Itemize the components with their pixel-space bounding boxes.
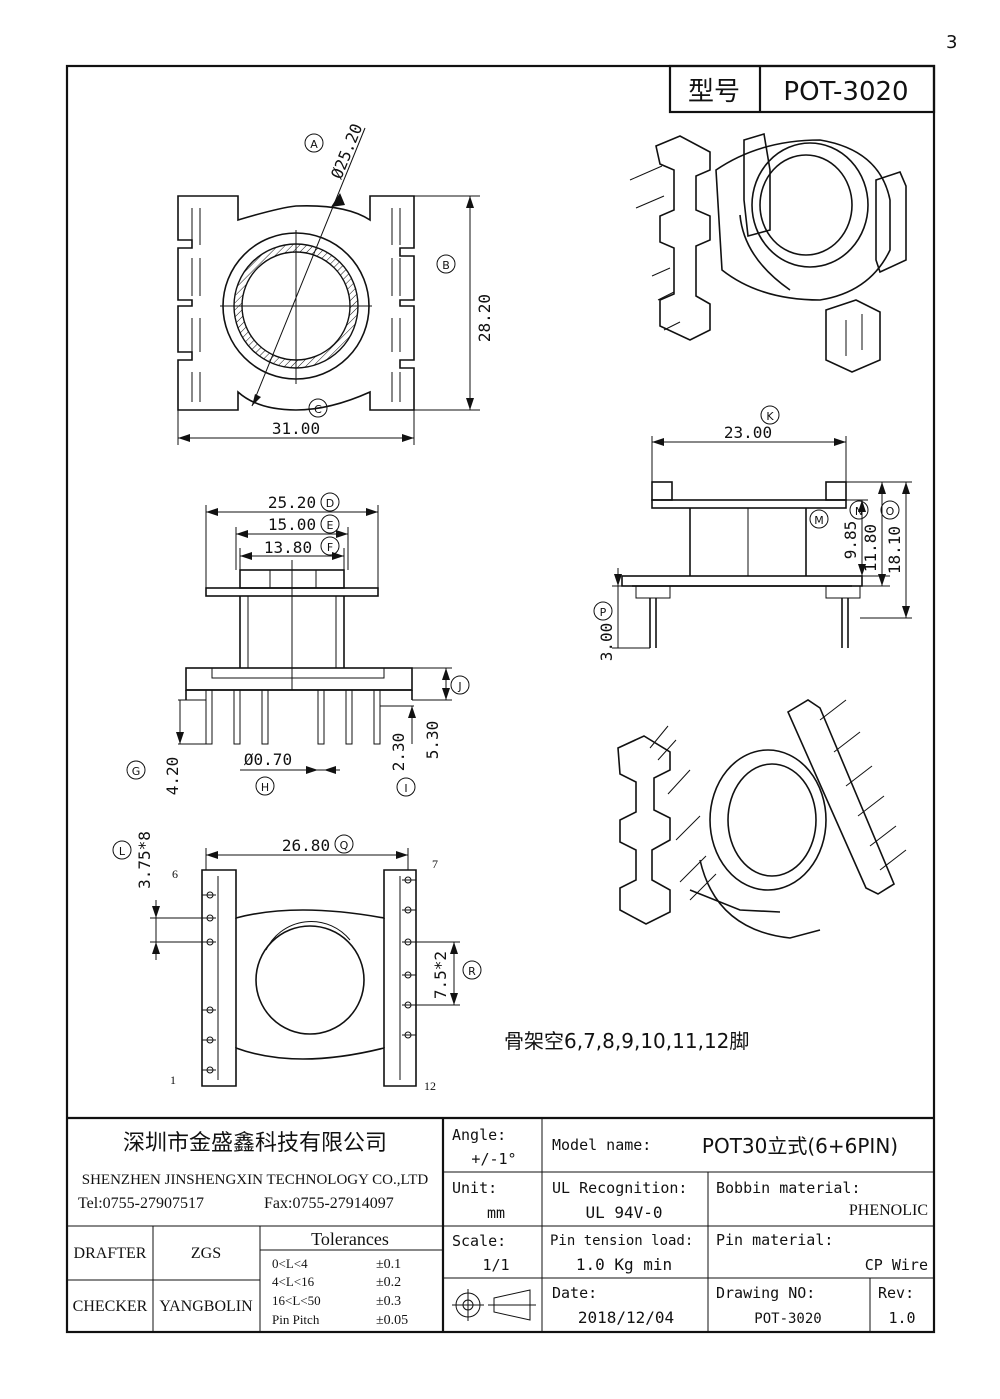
- dim-P: 3.00: [597, 623, 616, 662]
- label-A: A: [310, 138, 318, 151]
- label-B: B: [442, 259, 450, 272]
- iso-view-top: [629, 132, 907, 373]
- dim-I: 2.30: [389, 733, 408, 772]
- drawing-no-label: Drawing NO:: [716, 1284, 815, 1302]
- scale-value: 1/1: [482, 1256, 509, 1274]
- pin-tension-value: 1.0 Kg min: [576, 1255, 672, 1274]
- label-M: M: [814, 514, 824, 527]
- company-cn: 深圳市金盛鑫科技有限公司: [123, 1131, 387, 1156]
- dim-L: 3.75*8: [135, 831, 154, 889]
- date-label: Date:: [552, 1284, 597, 1302]
- dim-F: 13.80: [264, 538, 312, 557]
- front-view: 25.20 D 15.00 E 13.80 F 4.20 G Ø0.70: [126, 492, 470, 797]
- drawing-no-value: POT-3020: [754, 1311, 821, 1327]
- drafter-value: ZGS: [191, 1245, 221, 1262]
- pin-tension-label: Pin tension load:: [550, 1233, 693, 1249]
- dim-diameter: Ø25.20: [327, 121, 366, 182]
- dim-E: 15.00: [268, 515, 316, 534]
- label-O: O: [886, 505, 895, 518]
- model-label: 型号: [688, 77, 740, 107]
- checker-label: CHECKER: [73, 1298, 148, 1315]
- model-value: POT-3020: [783, 77, 908, 107]
- dim-N: 11.80: [861, 524, 880, 572]
- label-R: R: [468, 965, 476, 978]
- pin-12: 12: [424, 1079, 436, 1093]
- bottom-view: 26.80 Q 3.75*8 L 7.5*2 R 6 7 1 12: [112, 831, 482, 1093]
- pin-6: 6: [172, 867, 178, 881]
- tol-value: ±0.1: [376, 1257, 401, 1272]
- dim-width: 31.00: [272, 419, 320, 438]
- pin-1: 1: [170, 1073, 176, 1087]
- ul-value: UL 94V-0: [585, 1203, 662, 1222]
- iso-view-bottom: [617, 699, 907, 939]
- pin-7: 7: [432, 857, 438, 871]
- label-F: F: [327, 541, 333, 554]
- tol-range: 0<L<4: [272, 1256, 308, 1271]
- ul-label: UL Recognition:: [552, 1179, 687, 1197]
- drafter-label: DRAFTER: [74, 1245, 147, 1262]
- dim-Q: 26.80: [282, 836, 330, 855]
- label-I: I: [404, 782, 407, 795]
- dim-R: 7.5*2: [431, 951, 450, 999]
- dim-O: 18.10: [885, 526, 904, 574]
- model-name-label: Model name:: [552, 1136, 651, 1154]
- dim-M: 9.85: [841, 521, 860, 560]
- scale-label: Scale:: [452, 1232, 506, 1250]
- label-G: G: [132, 765, 141, 778]
- tol-range: Pin Pitch: [272, 1312, 320, 1327]
- dim-height: 28.20: [475, 294, 494, 342]
- company-tel: Tel:0755-27907517: [78, 1195, 204, 1212]
- dim-G: 4.20: [163, 757, 182, 796]
- company-en: SHENZHEN JINSHENGXIN TECHNOLOGY CO.,LTD: [82, 1172, 429, 1188]
- label-J: J: [457, 680, 461, 693]
- label-H: H: [261, 781, 269, 794]
- sheet-border: [65, 64, 936, 1334]
- side-view: 23.00 K 9.85 11.80 18.10 M N O 3.00 P: [593, 405, 912, 662]
- pin-material-label: Pin material:: [716, 1231, 833, 1249]
- pin-note: 骨架空6,7,8,9,10,11,12脚: [504, 1029, 749, 1053]
- label-K: K: [766, 410, 774, 423]
- bobbin-value: PHENOLIC: [849, 1202, 928, 1219]
- dim-J: 5.30: [423, 721, 442, 760]
- unit-label: Unit:: [452, 1179, 497, 1197]
- dim-K: 23.00: [724, 423, 772, 442]
- label-N: N: [855, 505, 863, 518]
- tol-value: ±0.05: [376, 1313, 408, 1328]
- label-P: P: [600, 606, 607, 619]
- tol-range: 16<L<50: [272, 1293, 321, 1308]
- date-value: 2018/12/04: [578, 1308, 674, 1327]
- pin-material-value: CP Wire: [865, 1256, 928, 1274]
- dim-D: 25.20: [268, 493, 316, 512]
- label-D: D: [326, 497, 334, 510]
- dim-H: Ø0.70: [244, 750, 292, 769]
- tolerances-title: Tolerances: [311, 1229, 389, 1249]
- corner-mark: 3: [946, 32, 957, 53]
- tol-value: ±0.2: [376, 1275, 401, 1290]
- company-fax: Fax:0755-27914097: [264, 1195, 394, 1212]
- label-Q: Q: [340, 839, 349, 852]
- tol-range: 4<L<16: [272, 1274, 315, 1289]
- model-name-value: POT30立式(6+6PIN): [702, 1134, 898, 1158]
- top-view: Ø25.20 A 28.20 B 31.00 C: [177, 121, 494, 445]
- unit-value: mm: [487, 1204, 505, 1222]
- title-block: 深圳市金盛鑫科技有限公司 SHENZHEN JINSHENGXIN TECHNO…: [67, 1116, 934, 1332]
- label-L: L: [119, 845, 126, 858]
- projection-symbol: [452, 1289, 536, 1321]
- bobbin-label: Bobbin material:: [716, 1179, 861, 1197]
- rev-label: Rev:: [878, 1284, 914, 1302]
- angle-value: +/-1°: [471, 1150, 516, 1168]
- label-E: E: [327, 519, 334, 532]
- model-header: 型号 POT-3020: [668, 64, 936, 114]
- rev-value: 1.0: [888, 1309, 915, 1327]
- label-C: C: [314, 403, 322, 416]
- checker-value: YANGBOLIN: [159, 1298, 253, 1315]
- tolerance-table: 0<L<4 ±0.1 4<L<16 ±0.2 16<L<50 ±0.3 Pin …: [272, 1256, 408, 1328]
- tol-value: ±0.3: [376, 1294, 401, 1309]
- angle-label: Angle:: [452, 1126, 506, 1144]
